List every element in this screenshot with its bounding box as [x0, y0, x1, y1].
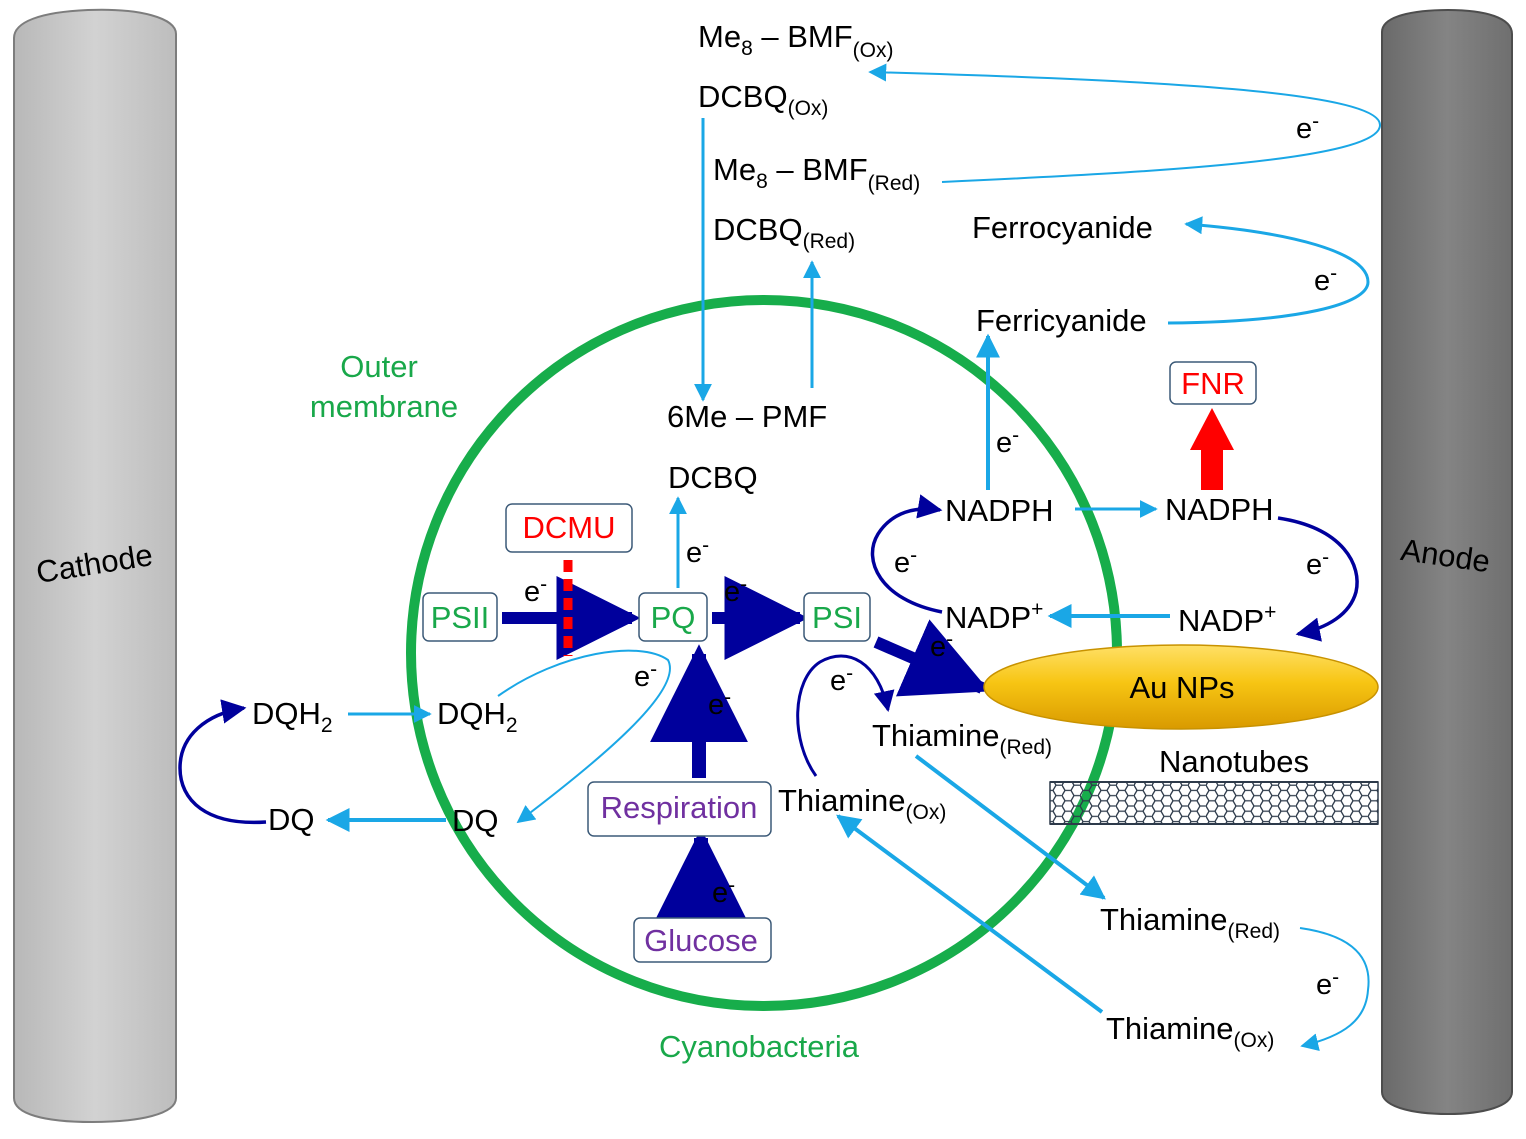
arrow-nadph-to-fnr-head — [1190, 408, 1234, 450]
ferricyanide-label: Ferricyanide — [976, 303, 1147, 338]
nanotubes-label: Nanotubes — [1159, 744, 1309, 779]
electron-label-pq-psi: e- — [724, 573, 747, 608]
arrow-nadph-to-nadp-outer — [1277, 516, 1359, 642]
electron-label-ferri-loop: e- — [1314, 262, 1337, 297]
arrow-thiamine-red-out — [914, 754, 1106, 900]
me8-bmf-ox-label: Me8 – BMF(Ox) — [698, 19, 894, 62]
electron-labels: e- e- e- e- e- e- e- e- e- e- e- e- e- e… — [524, 110, 1339, 1001]
dcmu-box: DCMU — [505, 503, 633, 553]
electron-label-psii-pq: e- — [524, 573, 547, 608]
arrow-thiamine-ox-in — [836, 814, 1104, 1014]
outer-membrane-label-line2: membrane — [310, 389, 458, 424]
electron-label-nadp-outer-loop: e- — [1306, 546, 1329, 581]
arrow-dq-to-dqh2-cathode — [178, 699, 267, 825]
electron-label-pq-dcbq: e- — [686, 534, 709, 569]
electron-label-thiamine-inner: e- — [830, 662, 853, 697]
dqh2-cathode-label: DQH2 — [252, 696, 333, 737]
arrow-nadph-to-fnr-shaft — [1201, 446, 1223, 490]
arrow-thiamine-red-to-ox-outer — [1299, 927, 1370, 1051]
outer-membrane-label-line1: Outer — [340, 349, 418, 384]
glucose-box: Glucose — [633, 917, 772, 963]
dcmu-label: DCMU — [523, 510, 616, 545]
cyanobacteria-label: Cyanobacteria — [659, 1029, 860, 1064]
nadph-outer-label: NADPH — [1165, 492, 1274, 527]
fnr-label: FNR — [1181, 366, 1245, 401]
dcbq-ox-label: DCBQ(Ox) — [698, 79, 828, 120]
six-me-pmf-label: 6Me – PMF — [667, 399, 827, 434]
electron-label-respiration-pq: e- — [708, 686, 731, 721]
au-nps-ellipse — [983, 644, 1379, 730]
electron-label-thiamine-outer: e- — [1316, 966, 1339, 1001]
thiamine-red-inner-label: Thiamine(Red) — [872, 718, 1052, 759]
arrow-psi-to-au-nps — [873, 619, 990, 697]
nadp-outer-label: NADP+ — [1178, 601, 1276, 638]
arrow-bmf-red-to-bmf-ox — [868, 63, 1382, 183]
pq-box: PQ — [638, 592, 708, 642]
cathode-electrode: Cathode — [13, 8, 177, 1124]
electron-label-bmf-loop: e- — [1296, 110, 1319, 145]
respiration-box: Respiration — [587, 781, 772, 837]
psi-label: PSI — [812, 600, 862, 635]
thiamine-ox-inner-label: Thiamine(Ox) — [778, 783, 946, 824]
psii-box: PSII — [422, 592, 498, 642]
dq-cathode-label: DQ — [268, 802, 315, 837]
thiamine-ox-outer-label: Thiamine(Ox) — [1106, 1011, 1274, 1052]
pq-label: PQ — [651, 600, 696, 635]
me8-bmf-red-label: Me8 – BMF(Red) — [713, 152, 920, 195]
anode-electrode: Anode — [1381, 8, 1513, 1116]
electron-label-nadph-ferri: e- — [996, 424, 1019, 459]
thiamine-red-outer-label: Thiamine(Red) — [1100, 902, 1280, 943]
arrow-thiamine-ox-to-red-inner — [796, 654, 895, 777]
arrow-ferricyanide-to-ferrocyanide — [1167, 216, 1370, 325]
electron-label-glucose-respiration: e- — [712, 874, 735, 909]
electron-label-dqh2-loop: e- — [634, 658, 657, 693]
fnr-box: FNR — [1169, 361, 1257, 405]
electron-label-nadp-inner-loop: e- — [894, 544, 917, 579]
light-arrows — [325, 63, 1382, 1051]
ferrocyanide-label: Ferrocyanide — [972, 210, 1153, 245]
dqh2-inner-label: DQH2 — [437, 696, 518, 737]
electron-label-psi-au: e- — [930, 628, 953, 663]
nadph-inner-label: NADPH — [945, 493, 1054, 528]
dcbq-label: DCBQ — [668, 460, 758, 495]
glucose-label: Glucose — [644, 923, 758, 958]
respiration-label: Respiration — [601, 790, 758, 825]
arrow-nadp-to-nadph-inner — [870, 494, 943, 614]
psi-box: PSI — [803, 592, 871, 642]
au-nps-label: Au NPs — [1129, 670, 1234, 705]
dcbq-red-label: DCBQ(Red) — [713, 212, 855, 253]
dq-inner-label: DQ — [452, 803, 499, 838]
psii-label: PSII — [431, 600, 490, 635]
nanotubes-icon — [1049, 781, 1379, 825]
nadp-inner-label: NADP+ — [945, 598, 1043, 635]
